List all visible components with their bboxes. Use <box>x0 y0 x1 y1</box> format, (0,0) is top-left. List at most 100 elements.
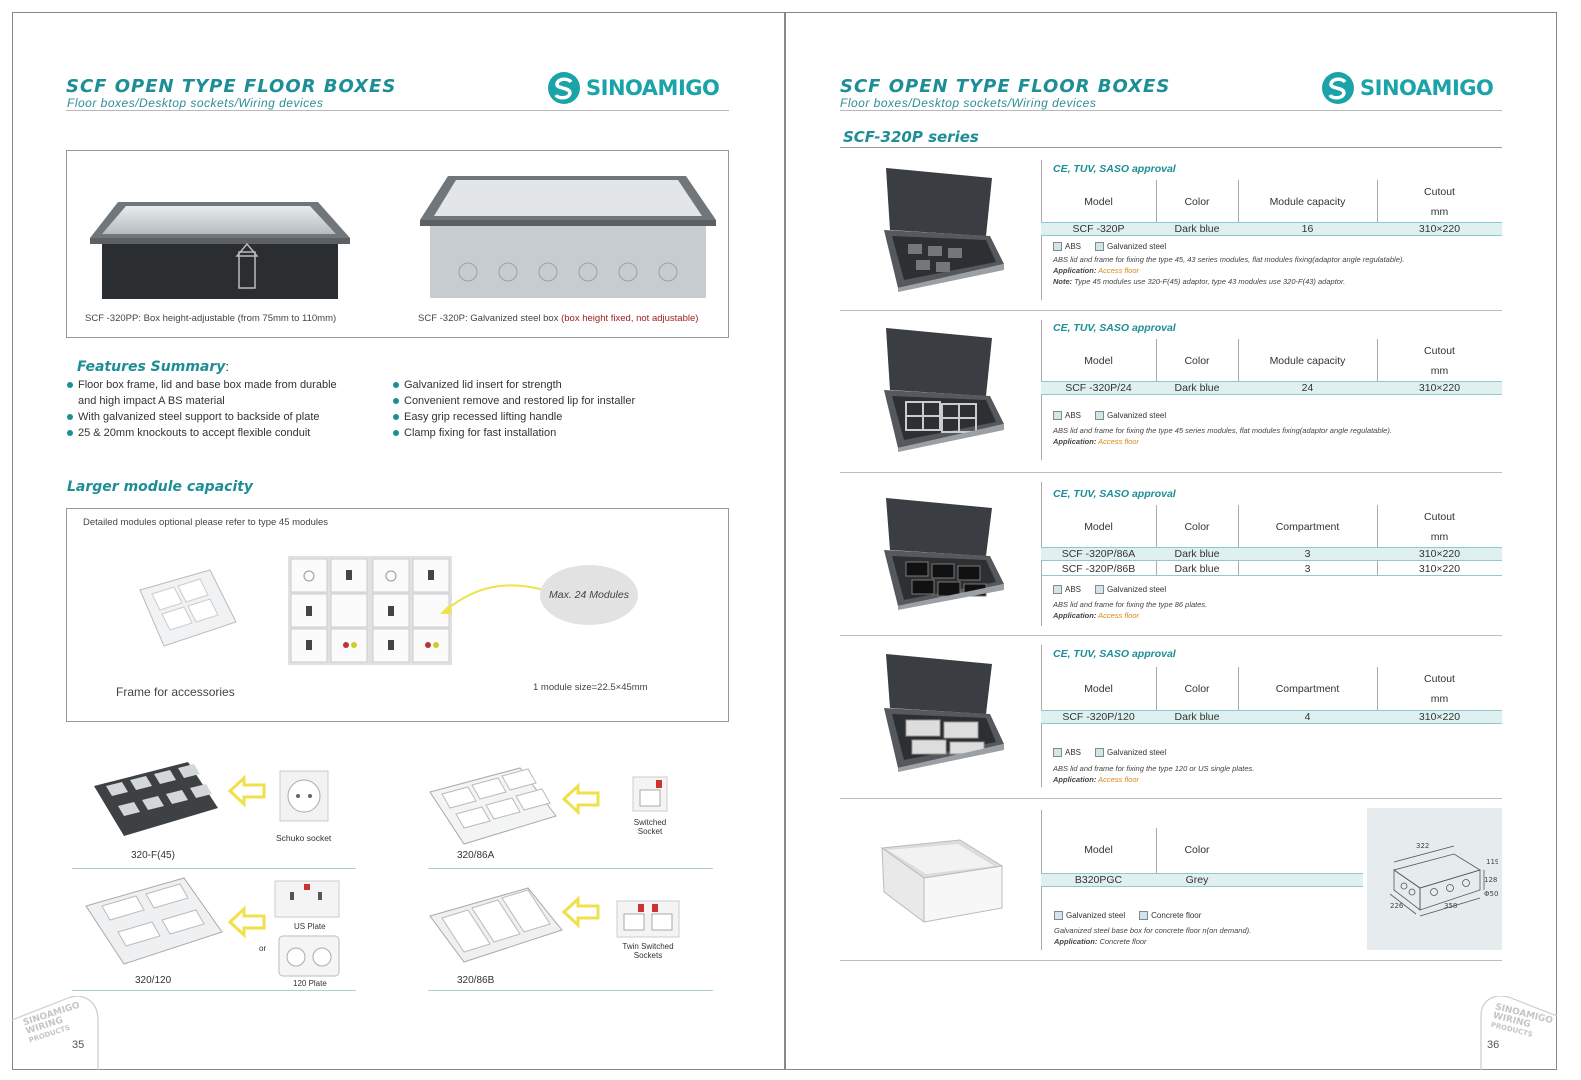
cell-color: Dark blue <box>1174 382 1220 394</box>
logo-text: SINOAMIGO <box>1360 76 1494 100</box>
max-modules-text: Max. 24 Modules <box>549 589 629 601</box>
material-label: Galvanized steel <box>1066 911 1126 920</box>
description-3: ABS lid and frame for fixing the type 86… <box>1053 599 1493 621</box>
cell-compartment: 4 <box>1304 711 1311 723</box>
col-divider <box>1377 667 1378 723</box>
product-photo-320p <box>884 168 1004 292</box>
caption-red: (box height fixed, not adjustable) <box>561 313 699 324</box>
material-steel: Galvanized steel <box>1095 748 1166 758</box>
sinoamigo-logo-icon <box>1322 72 1354 104</box>
cell-model: SCF -320P/86A <box>1061 548 1136 560</box>
label-line: Twin Switched <box>622 942 674 951</box>
cell-model: SCF -320P <box>1072 223 1125 235</box>
col-divider <box>1156 339 1157 395</box>
note-text: Type 45 modules use 320-F(45) adaptor, t… <box>1074 277 1346 286</box>
dim-119: 119 <box>1486 858 1498 866</box>
frame-label: Frame for accessories <box>116 685 235 699</box>
cell-color: Dark blue <box>1174 223 1220 235</box>
col-divider <box>1156 667 1157 723</box>
frame-320-86b-image <box>429 887 563 963</box>
accessory-rule <box>72 990 356 991</box>
cell-color: Grey <box>1185 874 1209 886</box>
materials-1: ABS Galvanized steel <box>1053 242 1166 252</box>
material-label: Galvanized steel <box>1107 585 1167 594</box>
app-value: Access floor <box>1098 266 1140 275</box>
material-abs: ABS <box>1053 585 1082 595</box>
material-abs: ABS <box>1053 242 1082 252</box>
desc-text: ABS lid and frame for fixing the type 12… <box>1053 764 1255 773</box>
galvanized-icon <box>1095 748 1105 758</box>
page-subtitle-right: Floor boxes/Desktop sockets/Wiring devic… <box>840 96 1097 110</box>
cell-color: Dark blue <box>1174 711 1220 723</box>
twin-switched-socket-image <box>616 900 680 938</box>
note-line: Note: Type 45 modules use 320-F(45) adap… <box>1053 276 1493 287</box>
col-header-model: Model <box>1084 355 1113 367</box>
col-header-model: Model <box>1084 683 1113 695</box>
col-header-compartment: Compartment <box>1275 521 1340 533</box>
frame-320-86a-image <box>429 767 557 845</box>
photo-caption-galvanized: SCF -320P: Galvanized steel box (box hei… <box>418 313 698 324</box>
frame-320-120-image <box>85 877 223 965</box>
feature-item: and high impact A BS material <box>78 395 225 407</box>
module-size: 1 module size=22.5×45mm <box>533 682 648 693</box>
corner-tab-right <box>1480 996 1557 1070</box>
cutout-label: Cutout <box>1424 511 1455 523</box>
desc-text: ABS lid and frame for fixing the type 45… <box>1053 255 1405 264</box>
dim-322: 322 <box>1416 842 1429 850</box>
abs-icon <box>1053 748 1062 758</box>
cell-cutout: 310×220 <box>1418 223 1461 235</box>
feature-item: Galvanized lid insert for strength <box>392 377 702 393</box>
us-plate-label: US Plate <box>294 922 326 931</box>
approval-3: CE, TUV, SASO approval <box>1053 488 1176 500</box>
desc-text: ABS lid and frame for fixing the type 45… <box>1053 426 1392 435</box>
material-abs: ABS <box>1053 748 1081 758</box>
technical-drawing-panel <box>1367 808 1502 950</box>
arrow-left-icon <box>228 906 266 938</box>
col-divider <box>1377 180 1378 236</box>
features-list-2: Galvanized lid insert for strength Conve… <box>392 377 702 441</box>
accessory-rule <box>72 868 356 869</box>
application-line: Application: Access floor <box>1053 774 1493 785</box>
cell-cutout: 310×220 <box>1418 562 1461 575</box>
application-line: Application: Access floor <box>1053 610 1493 621</box>
cutout-unit: mm <box>1430 206 1449 218</box>
sinoamigo-logo-icon <box>548 72 580 104</box>
table-row: SCF -320P Dark blue 16 310×220 <box>1041 222 1502 236</box>
table-row: SCF -320P/120 Dark blue 4 310×220 <box>1041 710 1502 724</box>
application-line: Application: Concrete floor <box>1054 936 1354 947</box>
description-5: Galvanized steel base box for concrete f… <box>1054 925 1354 947</box>
product-photo-b320pgc <box>880 839 1004 923</box>
material-label: ABS <box>1065 411 1082 420</box>
cutout-unit: mm <box>1430 693 1449 705</box>
material-steel: Galvanized steel <box>1095 242 1166 252</box>
series-rule <box>840 147 1502 148</box>
app-value: Concrete floor <box>1099 937 1147 946</box>
material-abs: ABS <box>1053 411 1082 421</box>
col-divider <box>1238 180 1239 236</box>
label-line: Switched <box>633 818 667 827</box>
material-concrete: Concrete floor <box>1139 911 1201 921</box>
material-label: ABS <box>1065 242 1082 251</box>
table-row: SCF -320P/24 Dark blue 24 310×220 <box>1041 381 1502 395</box>
product-divider <box>840 310 1502 311</box>
material-label: ABS <box>1065 585 1082 594</box>
cutout-unit: mm <box>1430 531 1449 543</box>
col-header-compartment: Compartment <box>1275 683 1340 695</box>
corner-tab-left <box>12 996 99 1070</box>
app-label: Application: <box>1053 266 1097 275</box>
page-title-left: SCF OPEN TYPE FLOOR BOXES <box>66 76 397 97</box>
spec-table-5: Model Color B320PGC Grey <box>1041 828 1363 887</box>
app-value: Access floor <box>1098 775 1140 784</box>
us-plate-image <box>274 880 340 918</box>
table-row: SCF -320P/86A Dark blue 3 310×220 <box>1041 547 1502 561</box>
col-header-capacity: Module capacity <box>1269 355 1346 367</box>
abs-icon <box>1053 411 1062 421</box>
col-divider <box>1156 828 1157 886</box>
cell-model: SCF -320P/120 <box>1062 711 1135 723</box>
page-number-right: 36 <box>1487 1039 1500 1051</box>
